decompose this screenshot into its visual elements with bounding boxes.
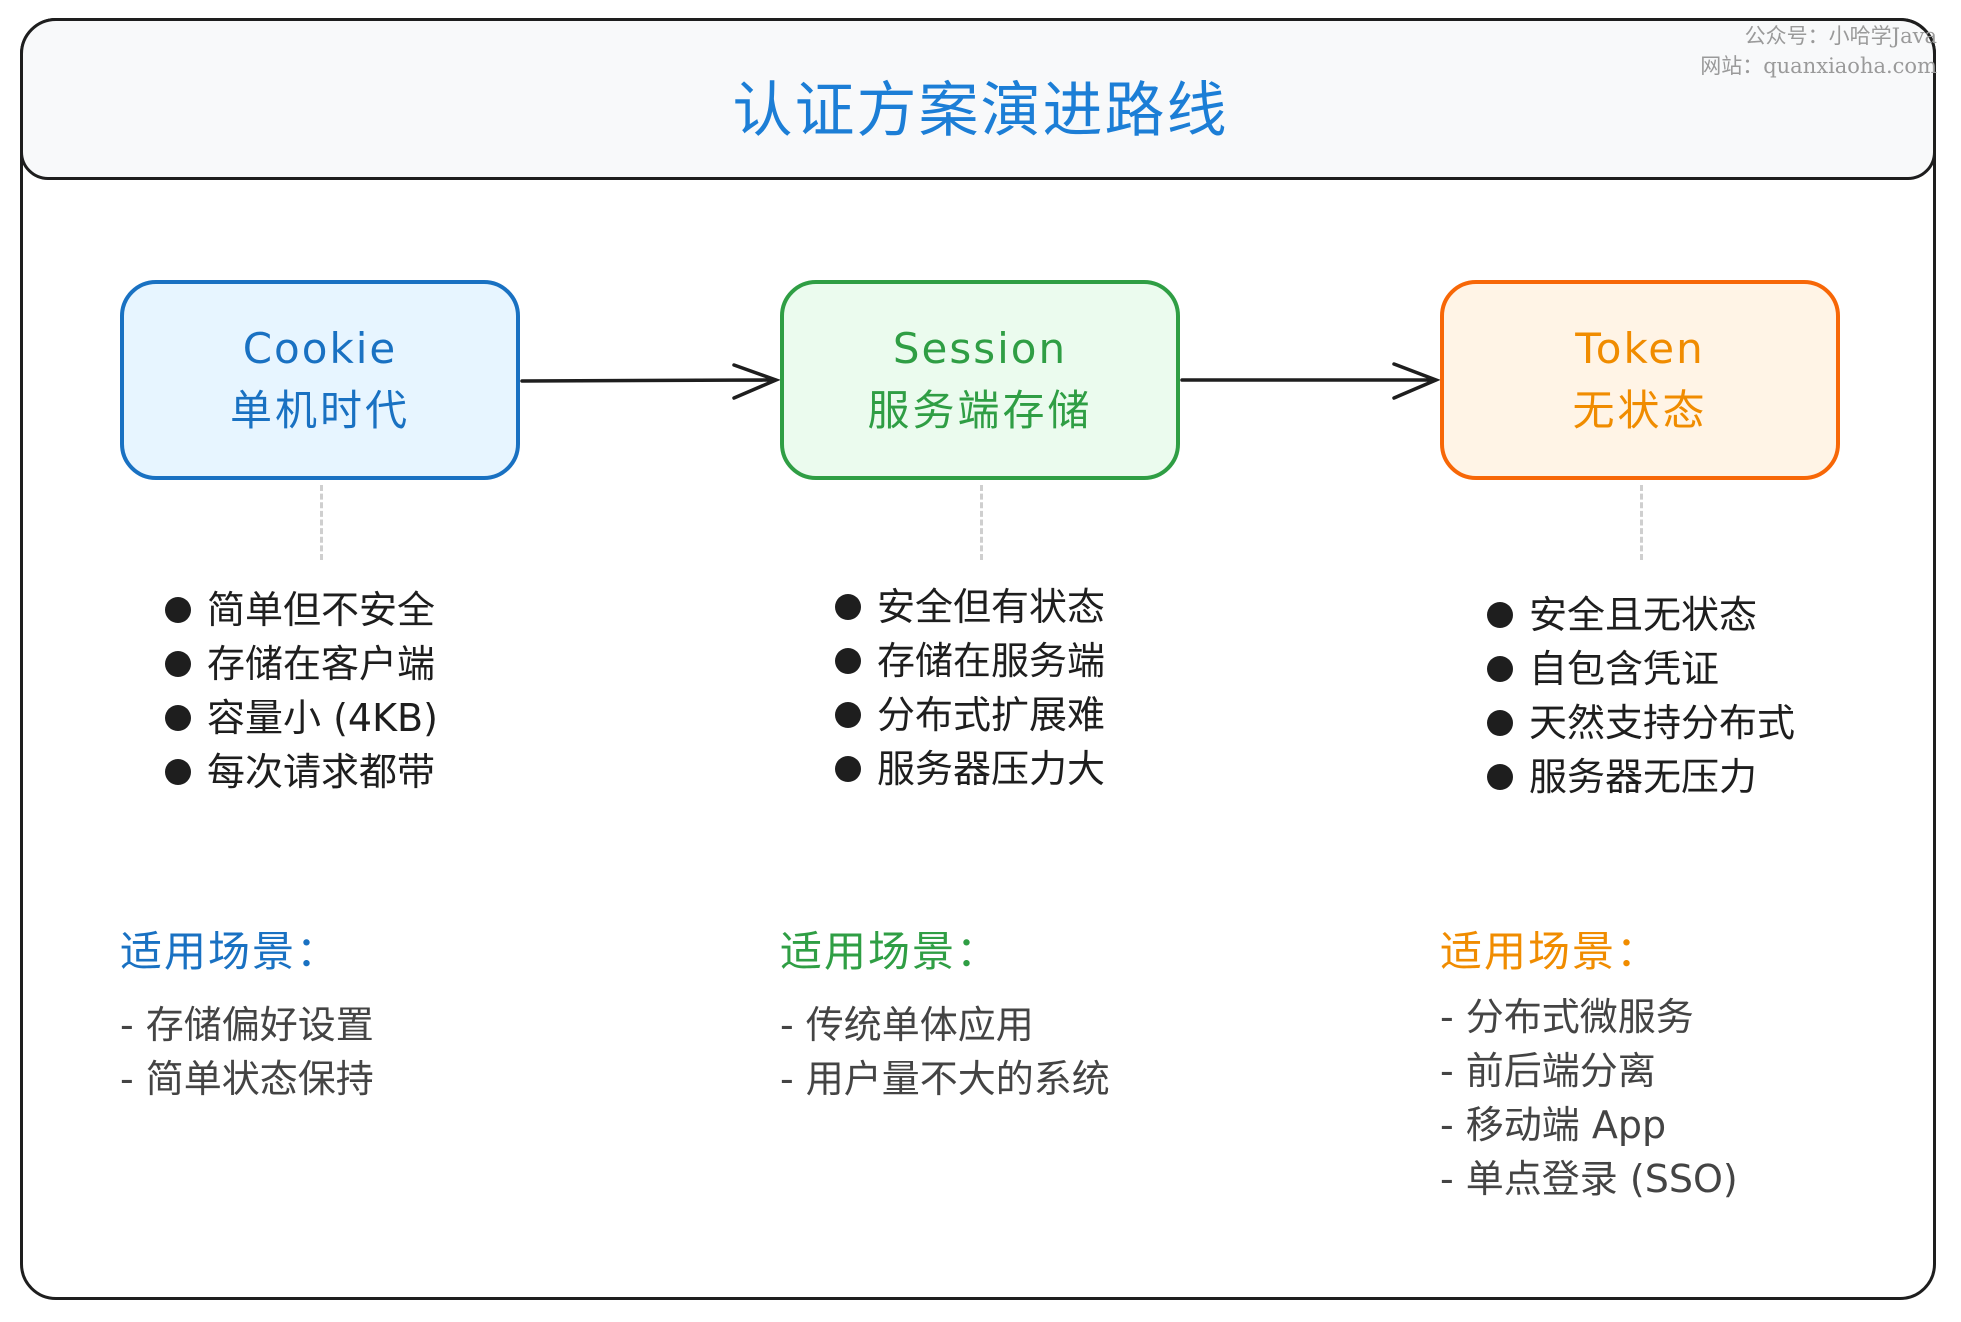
bullet-icon xyxy=(165,597,191,623)
scenario-item: - 用户量不大的系统 xyxy=(780,1057,1110,1101)
bullet-icon xyxy=(835,648,861,674)
scenario-item: - 简单状态保持 xyxy=(120,1057,374,1101)
bullet-icon xyxy=(1487,602,1513,628)
scenario-heading-cookie: 适用场景： xyxy=(120,927,341,976)
stage-subtitle: 无状态 xyxy=(1572,386,1708,435)
connector-dashed xyxy=(980,485,983,560)
stage-box-token: Token 无状态 xyxy=(1440,280,1840,480)
scenario-item: - 分布式微服务 xyxy=(1440,995,1694,1039)
title-banner xyxy=(20,18,1936,180)
stage-name: Session xyxy=(892,324,1068,373)
scenario-item: - 传统单体应用 xyxy=(780,1003,1034,1047)
arrow-session-to-token xyxy=(1180,362,1441,400)
bullet-icon xyxy=(165,651,191,677)
stage-box-cookie: Cookie 单机时代 xyxy=(120,280,520,480)
scenario-heading-session: 适用场景： xyxy=(780,927,1001,976)
feature-item: 安全但有状态 xyxy=(835,580,1105,634)
diagram-frame xyxy=(20,18,1936,1300)
feature-item: 天然支持分布式 xyxy=(1487,696,1795,750)
scenario-item: - 移动端 App xyxy=(1440,1103,1667,1147)
feature-item: 存储在客户端 xyxy=(165,637,438,691)
bullet-icon xyxy=(835,756,861,782)
arrow-cookie-to-session xyxy=(520,363,781,400)
scenario-item: - 前后端分离 xyxy=(1440,1049,1656,1093)
bullet-icon xyxy=(1487,710,1513,736)
scenario-heading-token: 适用场景： xyxy=(1440,927,1661,976)
scenario-list-cookie: - 存储偏好设置 - 简单状态保持 xyxy=(120,998,374,1106)
feature-item: 服务器压力大 xyxy=(835,742,1105,796)
scenario-list-session: - 传统单体应用 - 用户量不大的系统 xyxy=(780,998,1110,1106)
bullet-icon xyxy=(165,705,191,731)
feature-item: 每次请求都带 xyxy=(165,745,438,799)
bullet-icon xyxy=(835,702,861,728)
stage-name: Cookie xyxy=(242,324,398,373)
stage-subtitle: 单机时代 xyxy=(229,386,410,435)
bullet-icon xyxy=(165,759,191,785)
feature-list-session: 安全但有状态 存储在服务端 分布式扩展难 服务器压力大 xyxy=(835,580,1105,796)
connector-dashed xyxy=(320,485,323,560)
watermark-website: 网站：quanxiaoha.com xyxy=(1700,54,1937,78)
bullet-icon xyxy=(835,594,861,620)
scenario-list-token: - 分布式微服务 - 前后端分离 - 移动端 App - 单点登录 (SSO) xyxy=(1440,990,1738,1206)
feature-list-cookie: 简单但不安全 存储在客户端 容量小 (4KB) 每次请求都带 xyxy=(165,583,438,799)
feature-item: 自包含凭证 xyxy=(1487,642,1795,696)
bullet-icon xyxy=(1487,764,1513,790)
bullet-icon xyxy=(1487,656,1513,682)
feature-item: 服务器无压力 xyxy=(1487,750,1795,804)
feature-list-token: 安全且无状态 自包含凭证 天然支持分布式 服务器无压力 xyxy=(1487,588,1795,804)
stage-name: Token xyxy=(1575,324,1705,373)
feature-item: 分布式扩展难 xyxy=(835,688,1105,742)
watermark-wechat: 公众号：小哈学Java xyxy=(1744,24,1937,48)
stage-subtitle: 服务端存储 xyxy=(867,386,1093,435)
stage-box-session: Session 服务端存储 xyxy=(780,280,1180,480)
feature-item: 安全且无状态 xyxy=(1487,588,1795,642)
feature-item: 容量小 (4KB) xyxy=(165,691,438,745)
feature-item: 存储在服务端 xyxy=(835,634,1105,688)
diagram-title: 认证方案演进路线 xyxy=(732,76,1229,146)
scenario-item: - 存储偏好设置 xyxy=(120,1003,374,1047)
scenario-item: - 单点登录 (SSO) xyxy=(1440,1157,1738,1201)
feature-item: 简单但不安全 xyxy=(165,583,438,637)
connector-dashed xyxy=(1640,485,1643,560)
